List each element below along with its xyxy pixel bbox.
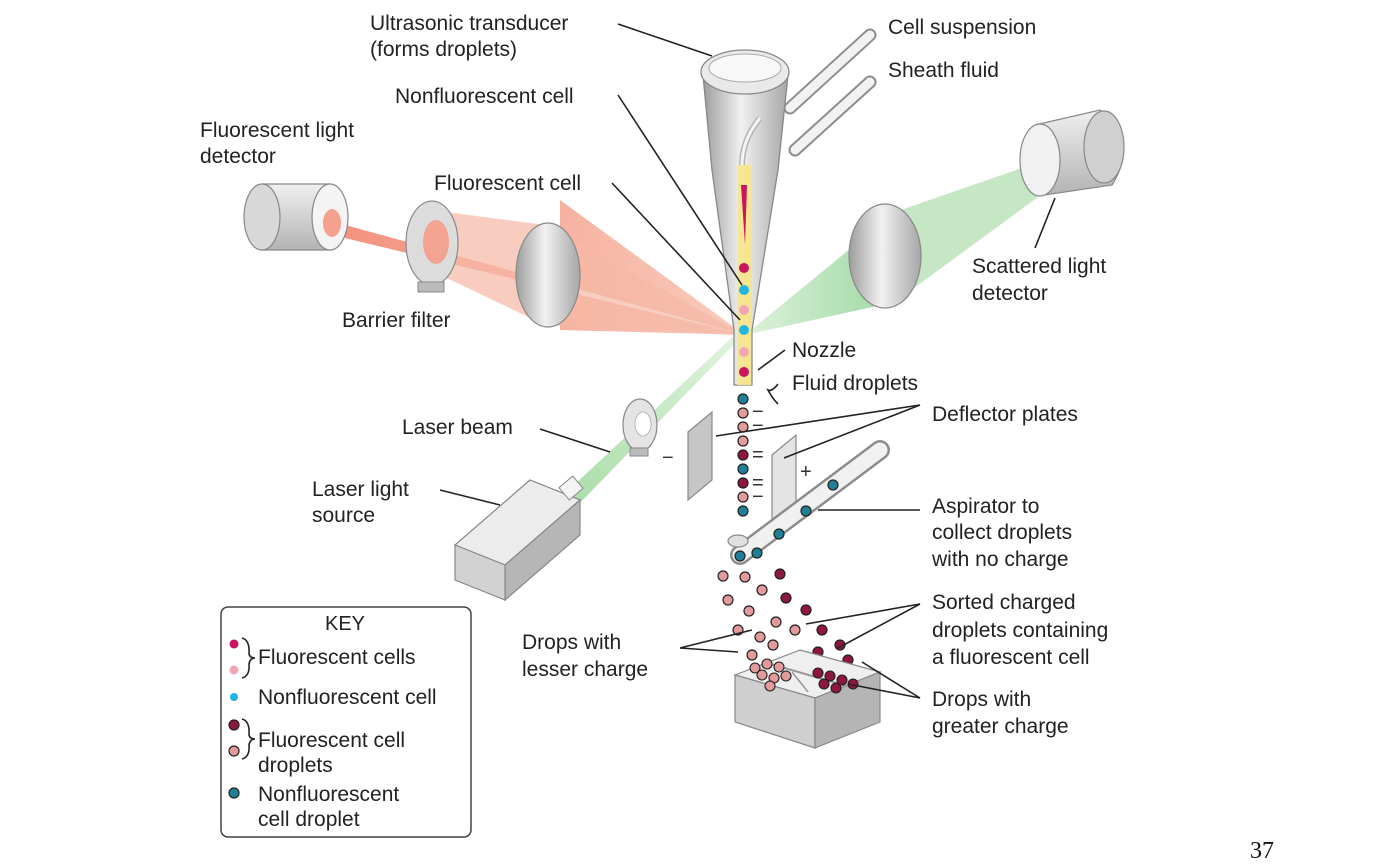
label-laser-beam: Laser beam: [402, 416, 513, 439]
droplet-charge-1: −: [752, 401, 764, 423]
page-number: 37: [1250, 838, 1274, 864]
label-forms-droplets: (forms droplets): [370, 38, 517, 61]
label-nozzle: Nozzle: [792, 339, 856, 362]
input-tubes: [783, 28, 877, 157]
leader-lines: [439, 23, 1056, 699]
barrier-filter: [405, 200, 459, 293]
label-fluorescent-light-detector-1: Fluorescent light: [200, 119, 354, 142]
scattered-light-detector: [1019, 109, 1125, 197]
fluorescent-light-detector: [243, 183, 349, 251]
label-drops-greater-2: greater charge: [932, 715, 1069, 738]
droplet-charge-4: =: [752, 472, 764, 494]
key-fluorescent-cell-droplets-2: droplets: [258, 754, 333, 777]
label-drops-greater-1: Drops with: [932, 688, 1031, 711]
label-sheath-fluid: Sheath fluid: [888, 59, 999, 82]
label-sorted-charged-1: Sorted charged: [932, 591, 1076, 614]
key-fluorescent-cell-droplets-1: Fluorescent cell: [258, 729, 405, 752]
label-scattered-light-detector-1: Scattered light: [972, 255, 1106, 278]
label-drops-lesser-2: lesser charge: [522, 658, 648, 681]
label-scattered-light-detector-2: detector: [972, 282, 1048, 305]
label-sorted-charged-3: a fluorescent cell: [932, 646, 1090, 669]
droplet-stream: [737, 393, 749, 517]
tray-droplets-light: [749, 658, 792, 692]
key-nonfluorescent-cell-droplet-2: cell droplet: [258, 808, 360, 831]
scatter-lens: [848, 203, 922, 309]
droplet-charge-5: −: [752, 486, 764, 508]
label-laser-light-source-2: source: [312, 504, 375, 527]
label-aspirator-1: Aspirator to: [932, 495, 1039, 518]
label-deflector-plates: Deflector plates: [932, 403, 1078, 426]
label-fluorescent-cell: Fluorescent cell: [434, 172, 581, 195]
label-fluid-droplets: Fluid droplets: [792, 372, 918, 395]
fluorescence-lens: [515, 222, 581, 328]
label-barrier-filter: Barrier filter: [342, 309, 451, 332]
cells-in-stream: [739, 263, 749, 377]
label-drops-lesser-1: Drops with: [522, 631, 621, 654]
key-nonfluorescent-cell: Nonfluorescent cell: [258, 686, 437, 709]
falling-droplets-greater-charge: [774, 568, 854, 666]
tray-droplets-dark: [812, 667, 859, 694]
aspirator: [727, 440, 890, 565]
plate-left-sign: −: [662, 447, 674, 469]
label-aspirator-3: with no charge: [931, 548, 1069, 571]
key-fluorescent-cells: Fluorescent cells: [258, 646, 416, 669]
plate-right-sign: +: [800, 461, 812, 483]
laser-light-source: [453, 475, 584, 602]
scatter-beam-cone: [895, 160, 1045, 302]
label-aspirator-2: collect droplets: [932, 521, 1072, 544]
label-sorted-charged-2: droplets containing: [932, 619, 1108, 642]
deflector-plate-left: [687, 410, 713, 502]
droplet-charge-2: −: [752, 415, 764, 437]
fluorescence-beam-cone: [430, 210, 745, 335]
label-laser-light-source-1: Laser light: [312, 478, 409, 501]
key-title: KEY: [325, 613, 365, 635]
label-cell-suspension: Cell suspension: [888, 16, 1036, 39]
falling-droplets-lesser-charge: [717, 570, 782, 661]
laser-focus-lens: [622, 398, 658, 457]
label-nonfluorescent-cell: Nonfluorescent cell: [395, 85, 574, 108]
label-fluorescent-light-detector-2: detector: [200, 145, 276, 168]
key-nonfluorescent-cell-droplet-1: Nonfluorescent: [258, 783, 399, 806]
droplet-charge-3: =: [752, 444, 764, 466]
label-ultrasonic-transducer: Ultrasonic transducer: [370, 12, 568, 35]
key-legend: KEY Fluorescent cells Nonfluorescent cel…: [220, 606, 472, 838]
